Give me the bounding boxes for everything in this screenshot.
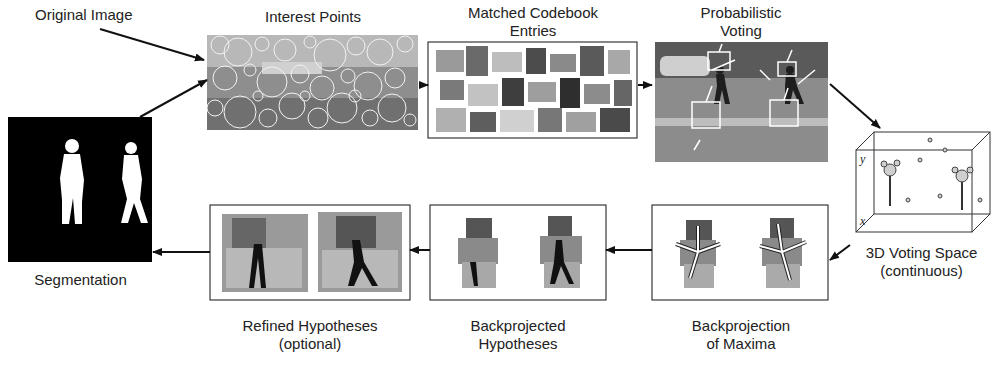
panel-title: Matched Codebook Entries [463,4,603,40]
pipeline-panel: Segmentation [8,117,153,289]
panel-title: Refined Hypotheses (optional) [238,317,383,353]
hypotheses-image [430,205,606,300]
flow-arrow [140,80,207,117]
panel-title: Backprojected Hypotheses [463,317,573,353]
backprojection-image [652,205,828,300]
axis-label: y [860,152,865,167]
pipeline-panel: Matched Codebook Entries [428,4,638,140]
panel-title: 3D Voting Space (continuous) [853,244,991,280]
pipeline-panel: Refined Hypotheses (optional) [210,205,410,353]
flow-arrow [153,251,210,253]
flow-arrow [410,249,430,251]
panel-title: Probabilistic Voting [691,4,791,40]
refined-image [210,205,410,300]
image-label: Original Image [35,6,133,23]
voting-image [655,42,828,162]
panel-title: Interest Points [265,8,361,26]
pipeline-panel: Interest Points [207,8,419,132]
pipeline-panel: Probabilistic Voting [652,4,830,164]
leader-arrow [100,29,204,60]
flow-arrow [830,245,850,260]
pipeline-panel: 3D Voting Space (continuous) [850,128,993,280]
flow-arrow [638,84,652,86]
flow-arrow [830,84,880,128]
axis-label: x [860,214,865,229]
pipeline-panel: Backprojection of Maxima [652,205,830,353]
interest-points-image [207,35,418,130]
voting-space-cube [856,132,990,232]
segmentation-image [8,117,152,262]
codebook-patches [428,42,637,138]
panel-title: Segmentation [34,271,127,289]
flow-arrow [419,84,428,86]
pipeline-panel: Backprojected Hypotheses [430,205,606,353]
flow-arrow [606,249,652,251]
panel-title: Backprojection of Maxima [685,317,797,353]
